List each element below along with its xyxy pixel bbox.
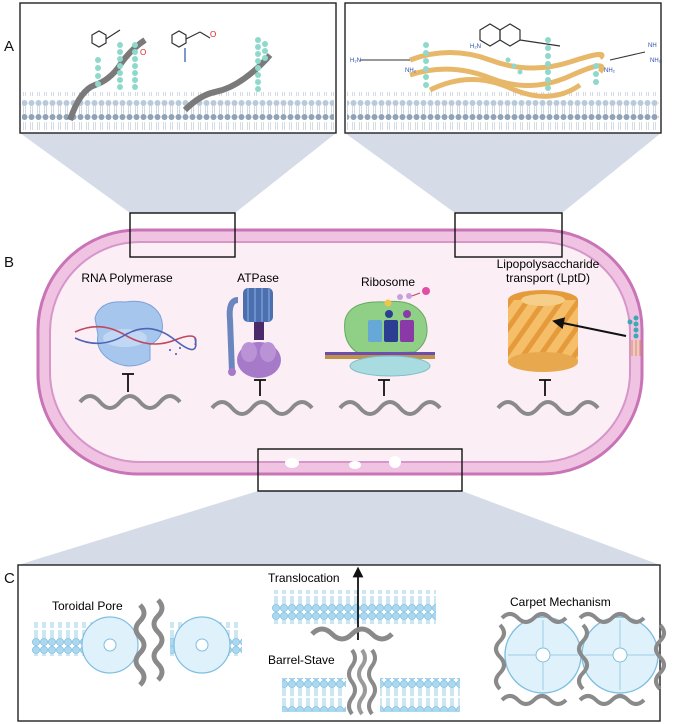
panel-label-b: B — [4, 254, 15, 271]
panel-a-left-box: O O — [19, 2, 337, 134]
panel-label-c: C — [4, 570, 15, 587]
atpase-icon — [226, 288, 281, 378]
zoom-box-bottom — [257, 448, 463, 492]
label-barrel-stave: Barrel-Stave — [268, 653, 335, 667]
carpet-mechanism-diagram — [494, 612, 666, 706]
translocation-diagram — [272, 566, 436, 642]
zoom-funnel-right — [345, 133, 661, 213]
panel-label-a: A — [4, 38, 15, 55]
label-ribosome: Ribosome — [361, 275, 415, 289]
ribosome-icon — [325, 287, 435, 377]
svg-text:O: O — [140, 48, 146, 57]
label-carpet-mechanism: Carpet Mechanism — [510, 595, 611, 609]
chem-h2n-mid: H₂N — [470, 44, 481, 50]
zoom-funnel-bottom — [18, 491, 660, 565]
label-atpase: ATPase — [237, 271, 279, 285]
panel-a-right-box: H₂N H₂N NH₂ NH₂ NH NH₂ — [344, 2, 662, 134]
chem-nh2-right: NH₂ — [604, 68, 616, 74]
label-lptd-line1: Lipopolysaccharide — [497, 257, 600, 271]
chem-nh2-far: NH₂ — [650, 58, 662, 64]
label-rna-polymerase: RNA Polymerase — [81, 271, 173, 285]
chem-h2n-left: H₂N — [350, 58, 361, 64]
barrel-stave-diagram — [282, 648, 460, 716]
label-translocation: Translocation — [268, 571, 340, 585]
label-lptd-line2: transport (LptD) — [506, 271, 590, 285]
chem-nh: NH — [648, 43, 657, 49]
label-toroidal-pore: Toroidal Pore — [52, 599, 123, 613]
chem-nh2-left: NH₂ — [405, 68, 417, 74]
inhibition-symbols — [122, 373, 551, 396]
zoom-box-top-right — [454, 212, 563, 258]
dna-helices — [78, 394, 600, 416]
zoom-funnel-left — [20, 133, 336, 213]
zoom-box-top-left — [129, 212, 236, 258]
svg-text:O: O — [210, 30, 216, 39]
lptd-barrel-icon — [508, 290, 641, 372]
toroidal-pore-diagram — [32, 598, 242, 687]
rna-polymerase-icon — [74, 300, 197, 367]
